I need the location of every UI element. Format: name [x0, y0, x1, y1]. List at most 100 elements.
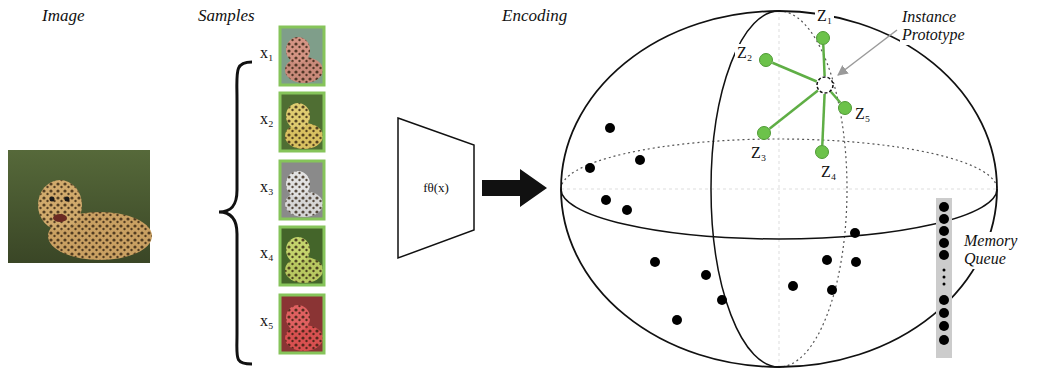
memory-queue-part-part [939, 202, 949, 212]
embedding-point-outline [838, 101, 852, 115]
embedding-point-outline [759, 53, 773, 67]
negative-embedding-part [605, 123, 615, 133]
prototype-circle [817, 77, 833, 93]
leader-arrow [838, 30, 897, 75]
sample-thumbnail [280, 27, 324, 85]
source-photo-part [38, 180, 82, 230]
memory-queue-part-part [939, 214, 949, 224]
memory-queue-part-part [939, 250, 949, 260]
negative-embedding-part [822, 255, 832, 265]
embedding-label: Z₂ [735, 44, 754, 62]
instance-prototype-outline [816, 76, 834, 94]
embedding-dot [758, 127, 771, 140]
negative-embedding-part [635, 155, 645, 165]
sample-label: x₁ [258, 44, 276, 62]
source-photo-part [53, 214, 67, 222]
embedding-dot [760, 54, 773, 67]
memory-queue-part [936, 198, 952, 358]
embedding-link [831, 92, 841, 103]
sample-thumbnail-part [280, 27, 324, 85]
embedding-dot [839, 102, 852, 115]
negative-embedding-part [585, 163, 595, 173]
negative-embedding-part [851, 257, 861, 267]
unit-sphere-part [779, 11, 847, 367]
negative-embedding-part [717, 295, 727, 305]
memory-queue-part-part [943, 276, 946, 279]
sample-thumbnail-part [286, 305, 310, 331]
memory-queue [936, 198, 952, 358]
source-photo-part [65, 197, 70, 202]
memory-queue-part-part [939, 226, 949, 236]
embedding-point-outline [815, 145, 829, 159]
sample-label: x₃ [258, 178, 276, 196]
negative-embedding-part [672, 315, 682, 325]
column-heading: Image [40, 6, 86, 26]
sample-thumbnail-part [286, 103, 310, 129]
negative-embedding-part [827, 285, 837, 295]
sample-thumbnail-part [280, 295, 324, 353]
unit-sphere-part [561, 139, 997, 189]
embedding-point-outline [816, 31, 830, 45]
embedding-label: Z₄ [819, 163, 838, 181]
source-photo-part [48, 212, 152, 260]
sample-label: x₄ [258, 244, 276, 262]
sample-thumbnail-part [286, 37, 310, 63]
sample-thumbnail [280, 295, 324, 353]
sample-thumbnail-part [286, 237, 310, 263]
encoder-block: fθ(x) [398, 118, 474, 258]
source-photo-part [38, 180, 82, 230]
memory-queue-part-part [939, 335, 949, 345]
flow-arrow [482, 169, 547, 207]
embedding-dot [817, 32, 830, 45]
embedding-link [823, 45, 824, 76]
embedding-point: Z₁ [816, 31, 830, 45]
sample-thumbnail-part [280, 227, 324, 285]
source-photo-part [48, 212, 152, 260]
memory-queue-part-part [939, 295, 949, 305]
sample-thumbnail [280, 93, 324, 151]
sample-thumbnail-part [280, 295, 324, 353]
sample-thumbnail-part [286, 37, 310, 63]
embedding-label: Z₁ [815, 7, 834, 25]
sample-thumbnail-part [280, 161, 324, 219]
embedding-point-outline [757, 126, 771, 140]
negative-embedding-part [622, 205, 632, 215]
embedding-link [772, 63, 816, 82]
unit-sphere [561, 11, 997, 367]
negative-embedding-part [850, 228, 860, 238]
source-photo [8, 150, 152, 263]
sample-thumbnail-part [286, 103, 310, 129]
source-photo-part [50, 197, 55, 202]
sample-thumbnail-part [286, 171, 310, 197]
unit-sphere-part [711, 11, 779, 367]
sample-label: x₂ [258, 110, 276, 128]
embedding-point: Z₂ [759, 53, 773, 67]
memory-queue-label: Memory Queue [962, 232, 1032, 269]
negative-embedding-part [788, 281, 798, 291]
instance-prototype: Instance Prototype [816, 76, 834, 94]
sample-thumbnail-part [280, 161, 324, 219]
sample-thumbnail-part [280, 93, 324, 151]
sample-label: x₅ [258, 312, 276, 330]
curly-brace [219, 62, 252, 364]
memory-queue-part-part [939, 308, 949, 318]
negative-embedding [585, 123, 861, 325]
memory-queue-part-part [939, 321, 949, 331]
embedding-point: Z₃ [757, 126, 771, 140]
sample-thumbnail [280, 161, 324, 219]
sample-thumbnail [280, 227, 324, 285]
sample-thumbnail-part [286, 237, 310, 263]
embedding-dot [816, 146, 829, 159]
negative-embedding-part [601, 195, 611, 205]
memory-queue-part-part [943, 283, 946, 286]
column-heading: Samples [196, 6, 257, 26]
unit-sphere-part [561, 11, 997, 367]
sample-thumbnail-part [280, 27, 324, 85]
memory-queue-part-part [939, 238, 949, 248]
embedding-point: Z₅ [838, 101, 852, 115]
sample-thumbnail-part [286, 171, 310, 197]
